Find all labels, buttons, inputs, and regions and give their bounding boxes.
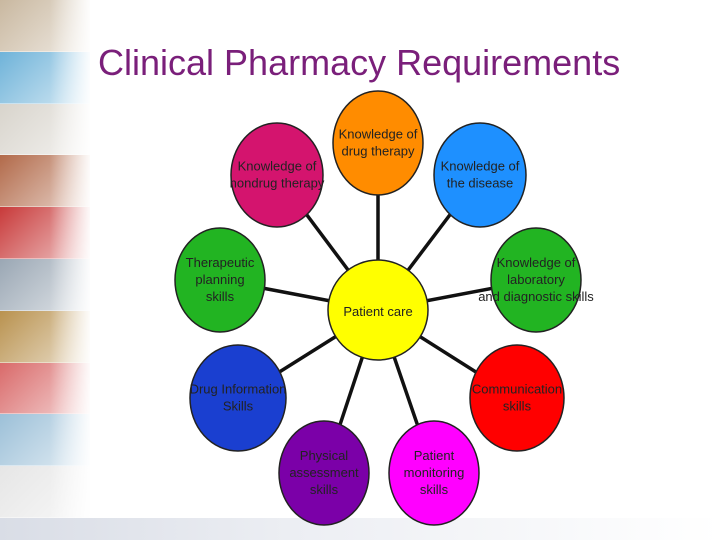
node-nondrug-therapy: Knowledge of nondrug therapy	[230, 122, 325, 228]
node-circle-patient-monitoring	[388, 420, 480, 526]
node-label: nondrug therapy	[230, 176, 325, 191]
node-label: the disease	[447, 176, 514, 191]
node-label: skills	[206, 289, 235, 304]
node-label: Skills	[223, 399, 254, 414]
page-title: Clinical Pharmacy Requirements	[98, 42, 621, 83]
node-circle-center	[327, 259, 429, 361]
node-label: laboratory	[507, 272, 565, 287]
node-label: skills	[503, 399, 532, 414]
node-label: skills	[310, 482, 339, 497]
node-circle-physical-assessment	[278, 420, 370, 526]
node-label: Knowledge of	[441, 159, 520, 174]
node-label: Communication	[472, 382, 562, 397]
node-label: Knowledge of	[339, 127, 418, 142]
node-disease: Knowledge of the disease	[433, 122, 527, 228]
node-patient-monitoring: Patient monitoring skills	[388, 420, 480, 526]
node-label: Drug Information	[190, 382, 287, 397]
node-circle-communication	[469, 344, 565, 452]
bottom-decor-band	[0, 518, 720, 540]
node-label: Knowledge of	[497, 255, 576, 270]
node-label: Physical	[300, 448, 349, 463]
node-label: Patient	[414, 448, 455, 463]
node-circle-laboratory	[490, 227, 582, 333]
node-center-patient-care: Patient care	[327, 259, 429, 361]
node-label: and diagnostic skills	[478, 289, 594, 304]
node-circle-nondrug-therapy	[230, 122, 324, 228]
node-circle-drug-therapy	[332, 90, 424, 196]
node-label: Knowledge of	[238, 159, 317, 174]
node-label: monitoring	[404, 465, 465, 480]
node-circle-therapeutic-planning	[174, 227, 266, 333]
node-laboratory: Knowledge of laboratory and diagnostic ski…	[478, 227, 594, 333]
node-label: assessment	[289, 465, 359, 480]
node-physical-assessment: Physical assessment skills	[278, 420, 370, 526]
node-label: planning	[195, 272, 244, 287]
node-label: Patient care	[343, 304, 412, 319]
node-circle-disease	[433, 122, 527, 228]
node-label: Therapeutic	[186, 255, 255, 270]
node-label: skills	[420, 482, 449, 497]
node-circle-drug-information	[189, 344, 287, 452]
node-drug-therapy: Knowledge of drug therapy	[332, 90, 424, 196]
node-label: drug therapy	[342, 144, 415, 159]
node-therapeutic-planning: Therapeutic planning skills	[174, 227, 266, 333]
node-communication: Communication skills	[469, 344, 565, 452]
